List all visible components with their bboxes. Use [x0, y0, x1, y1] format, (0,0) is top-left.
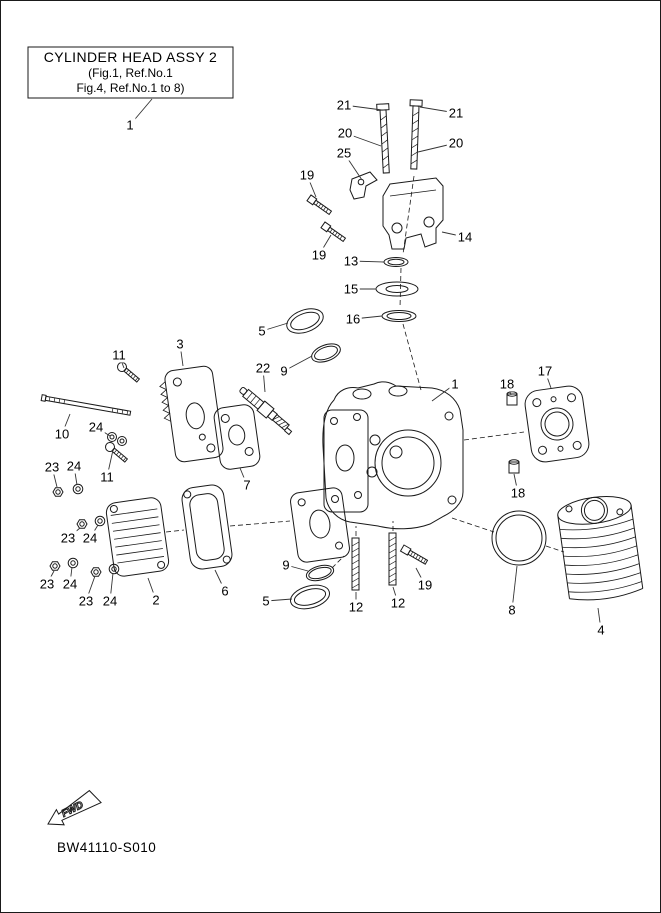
part-cylinder-4 — [557, 496, 644, 601]
part-gasket-17 — [524, 385, 590, 463]
leader-line-2 — [147, 577, 157, 601]
leader-line-22 — [262, 367, 266, 393]
assembly-title: CYLINDER HEAD ASSY 2 — [43, 48, 218, 65]
leader-line-1 — [431, 383, 456, 402]
leader-line-14 — [441, 231, 466, 238]
leader-line-10 — [61, 413, 71, 435]
leader-line-4 — [597, 607, 602, 631]
leader-line-19 — [306, 174, 317, 198]
fwd-label: FWD — [60, 800, 85, 820]
fwd-arrow-icon: FWD — [47, 789, 102, 826]
part-dowel-18-a — [506, 391, 518, 406]
leader-line-8 — [511, 565, 518, 611]
leader-line-19 — [415, 567, 426, 586]
leader-line-1 — [129, 98, 153, 126]
leader-line-5 — [265, 598, 293, 602]
part-gasket-7 — [213, 404, 261, 470]
leader-line-24 — [109, 572, 114, 602]
part-oring-9-upper — [311, 343, 341, 363]
title-box-frame — [27, 46, 234, 99]
part-washer-15 — [375, 281, 419, 297]
part-cylinder-head-1 — [322, 381, 464, 530]
part-oring-9-lower — [305, 564, 335, 582]
part-cover-2 — [105, 497, 170, 577]
part-bolt-20-21-right — [409, 99, 423, 170]
leader-line-6 — [214, 569, 226, 592]
part-dowel-18-b — [508, 459, 520, 474]
part-bolt-19-upper-a — [306, 194, 333, 216]
part-oring-13 — [383, 257, 409, 267]
leader-line-16 — [352, 315, 383, 320]
leader-line-20 — [417, 142, 457, 153]
assembly-ref-line-1: (Fig.1, Ref.No.1 — [88, 66, 173, 81]
leader-line-11 — [106, 449, 114, 478]
leader-line-5 — [261, 322, 289, 332]
leader-line-19 — [318, 234, 332, 256]
part-cover-3 — [159, 365, 224, 463]
part-cap-5-upper — [286, 308, 324, 334]
part-washer-16 — [381, 310, 417, 322]
part-oring-8 — [491, 510, 547, 566]
leader-line-21 — [419, 106, 457, 114]
part-bolt-19-lower — [399, 544, 429, 565]
part-bolt-10 — [40, 394, 132, 416]
part-bolt-19-upper-b — [320, 221, 347, 243]
part-head-side-flange — [290, 487, 350, 563]
leader-line-7 — [239, 467, 248, 486]
leader-line-9 — [285, 564, 309, 572]
leader-line-17 — [544, 370, 552, 389]
leader-line-11 — [118, 354, 125, 369]
leader-line-13 — [350, 260, 385, 263]
part-spark-plug-22 — [239, 387, 293, 436]
leader-line-20 — [344, 132, 382, 147]
leader-line-24 — [89, 524, 99, 539]
part-bracket-14 — [382, 177, 444, 250]
part-hardware-23-24 — [49, 483, 120, 577]
leader-line-18 — [513, 473, 519, 494]
leader-line-23 — [85, 575, 96, 602]
part-bracket-25 — [349, 171, 378, 200]
leader-line-24 — [69, 566, 73, 585]
part-cap-5-lower — [289, 584, 331, 610]
part-stud-12-b — [388, 532, 397, 586]
part-stud-12-a — [351, 537, 360, 591]
part-gasket-6 — [181, 484, 233, 570]
leader-line-3 — [179, 343, 184, 367]
leader-line-23 — [51, 466, 58, 488]
leader-line-9 — [283, 355, 313, 372]
part-screw-11-a — [117, 362, 141, 383]
leader-line-24 — [73, 465, 78, 486]
leader-line-23 — [46, 570, 55, 585]
drawing-code: BW41110-S010 — [57, 840, 156, 855]
leader-line-25 — [343, 152, 363, 181]
title-box: CYLINDER HEAD ASSY 2 (Fig.1, Ref.No.1 Fi… — [28, 47, 233, 98]
leader-line-12 — [392, 586, 399, 604]
part-washers-24-upper — [107, 432, 127, 446]
part-bolt-20-21-left — [376, 103, 390, 174]
construction-lines — [165, 175, 565, 569]
leader-line-23 — [67, 527, 81, 539]
leader-line-24 — [95, 426, 111, 437]
part-screw-11-b — [105, 442, 129, 463]
assembly-ref-line-2: Fig.4, Ref.No.1 to 8) — [76, 81, 185, 96]
leader-lines — [46, 98, 602, 631]
